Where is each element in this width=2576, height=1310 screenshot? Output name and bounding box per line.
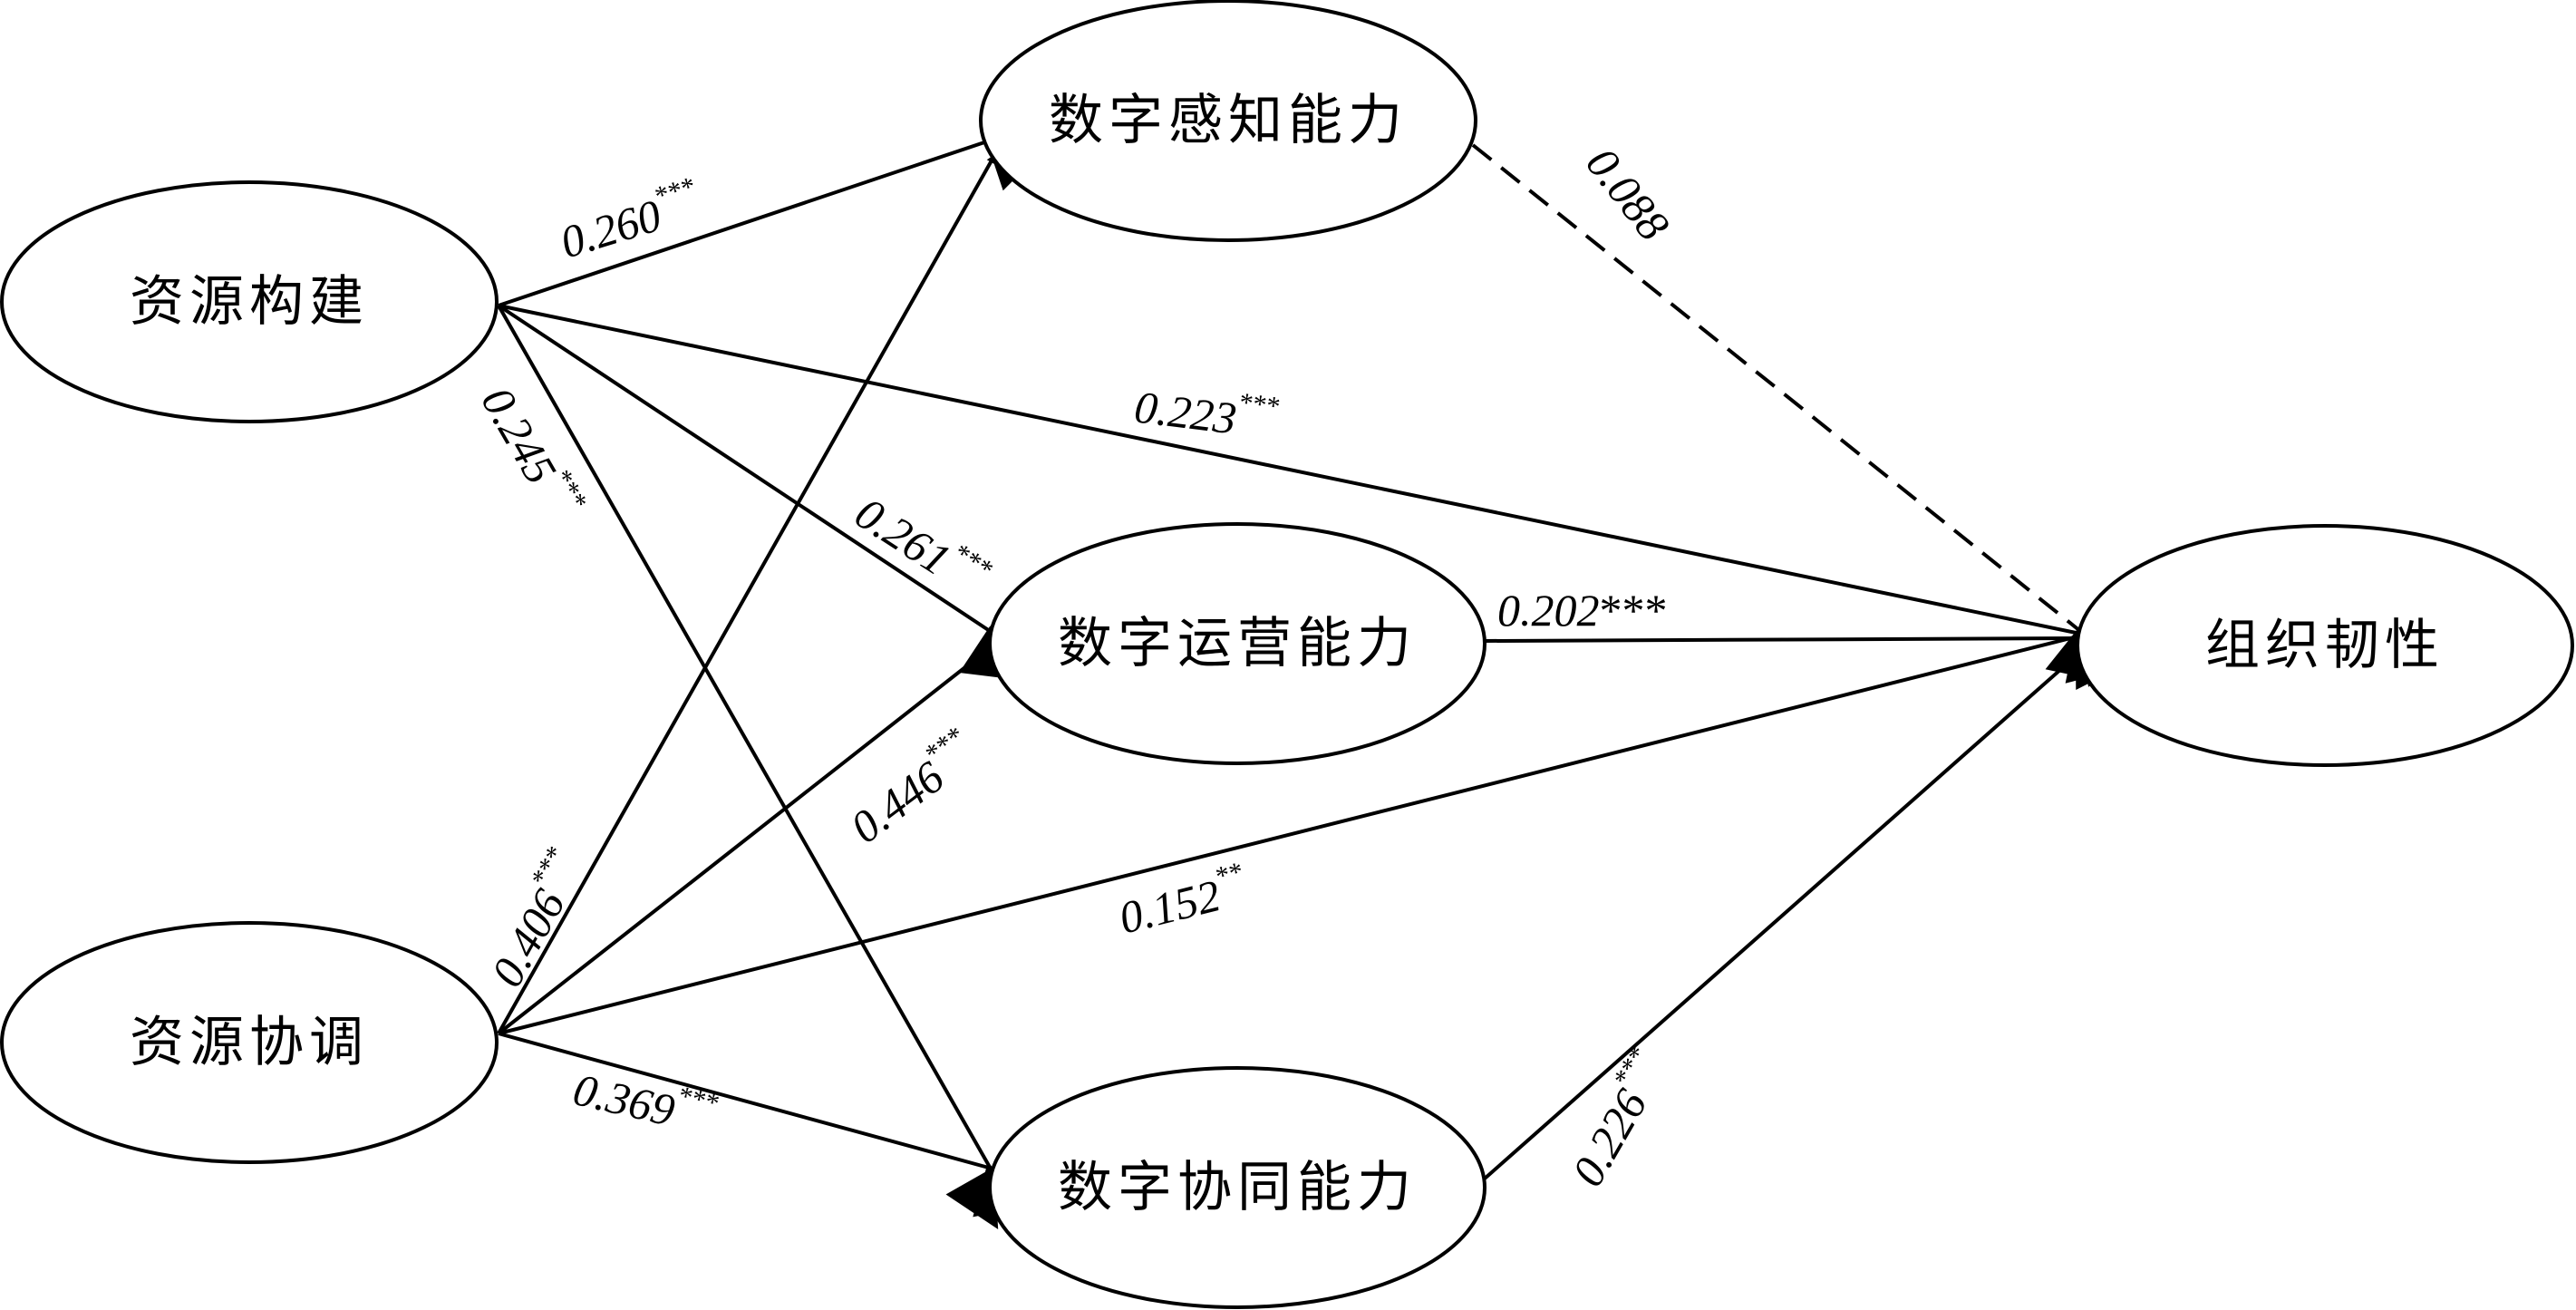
coefficient-label-resource-coordination-to-digital-collaboration: 0.369*** xyxy=(569,1057,721,1145)
node-resource-building: 资源构建 xyxy=(0,180,499,423)
significance-stars: ** xyxy=(1212,857,1245,892)
node-label-digital-collaboration: 数字协同能力 xyxy=(1058,1156,1417,1219)
coefficient-label-digital-operation-to-organizational-resilience: 0.202*** xyxy=(1497,585,1668,636)
coefficient-label-resource-building-to-digital-collaboration: 0.245*** xyxy=(471,375,592,528)
node-digital-operation: 数字运营能力 xyxy=(988,522,1487,765)
significance-stars: *** xyxy=(1600,585,1668,636)
edge-resource-building-to-digital-operation xyxy=(497,304,1022,681)
edge-digital-operation-to-organizational-resilience xyxy=(1484,634,2133,691)
edge-resource-coordination-to-digital-operation xyxy=(497,633,1047,1035)
edge-digital-perception-to-organizational-resilience xyxy=(1471,143,2107,683)
node-label-digital-operation: 数字运营能力 xyxy=(1058,612,1417,675)
coefficient-label-digital-perception-to-organizational-resilience: 0.088 xyxy=(1576,138,1679,249)
coefficient-label-resource-building-to-digital-perception: 0.260*** xyxy=(553,171,706,267)
significance-stars: *** xyxy=(1236,387,1281,422)
node-resource-coordination: 资源协调 xyxy=(0,921,499,1164)
edge-resource-building-to-digital-collaboration xyxy=(497,305,999,1230)
coefficient-value: 0.202 xyxy=(1497,585,1600,636)
coefficient-value: 0.223 xyxy=(1132,381,1239,443)
node-digital-perception: 数字感知能力 xyxy=(979,0,1477,242)
edge-resource-building-to-organizational-resilience xyxy=(498,304,2126,684)
edge-resource-coordination-to-digital-collaboration xyxy=(498,1032,1035,1218)
node-label-resource-building: 资源构建 xyxy=(130,270,369,334)
coefficient-label-resource-building-to-digital-operation: 0.261*** xyxy=(847,481,997,607)
coefficient-label-resource-coordination-to-organizational-resilience: 0.152** xyxy=(1112,857,1252,944)
node-label-organizational-resilience: 组织韧性 xyxy=(2205,614,2445,677)
coefficient-value: 0.261 xyxy=(847,487,960,585)
coefficient-value: 0.369 xyxy=(569,1063,680,1136)
edge-digital-collaboration-to-organizational-resilience xyxy=(1483,635,2136,1180)
node-label-resource-coordination: 资源协调 xyxy=(130,1011,369,1074)
coefficient-label-digital-collaboration-to-organizational-resilience: 0.226*** xyxy=(1556,1043,1677,1195)
significance-stars: *** xyxy=(674,1081,721,1119)
coefficient-label-resource-building-to-organizational-resilience: 0.223*** xyxy=(1132,374,1281,449)
edge-resource-coordination-to-digital-perception xyxy=(497,124,1040,1034)
coefficient-value: 0.406 xyxy=(481,881,576,995)
coefficient-value: 0.088 xyxy=(1576,138,1679,249)
edge-resource-building-to-digital-perception xyxy=(498,137,1048,307)
edges-layer xyxy=(497,124,2136,1230)
node-label-digital-perception: 数字感知能力 xyxy=(1049,89,1408,152)
edge-resource-coordination-to-organizational-resilience xyxy=(498,632,2136,1035)
coefficient-label-resource-coordination-to-digital-operation: 0.446*** xyxy=(838,722,986,853)
significance-stars: *** xyxy=(650,171,698,212)
node-organizational-resilience: 组织韧性 xyxy=(2076,524,2574,767)
node-digital-collaboration: 数字协同能力 xyxy=(988,1066,1487,1309)
coefficient-value: 0.152 xyxy=(1114,869,1225,944)
